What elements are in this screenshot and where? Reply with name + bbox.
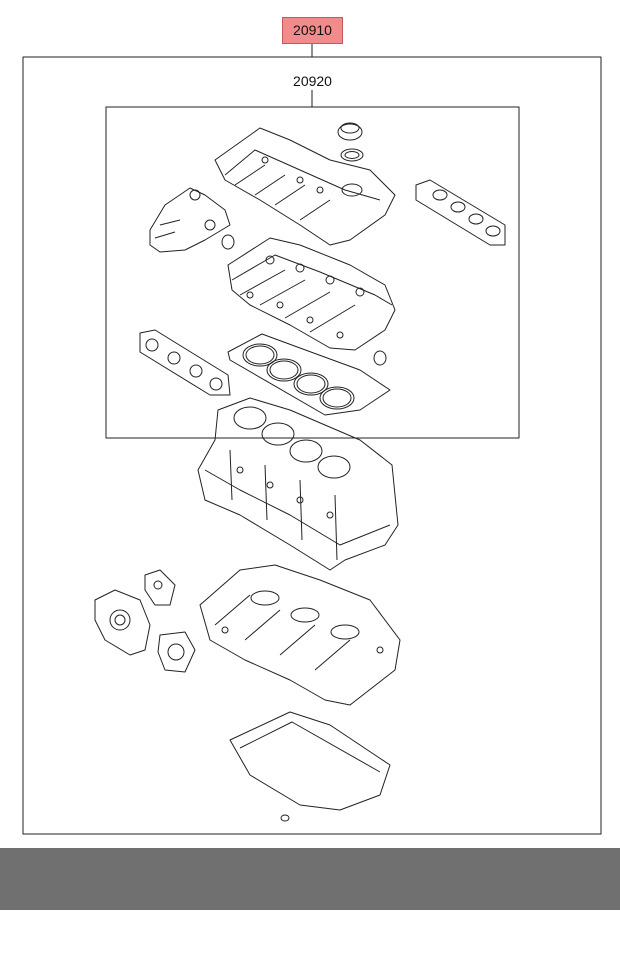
parts-diagram <box>22 44 602 835</box>
head-gasket-part <box>227 333 391 416</box>
cylinder-head-part <box>227 237 396 351</box>
exhaust-gasket-part <box>139 329 231 396</box>
thermostat-housing-part <box>149 187 235 253</box>
inner-frame <box>105 106 520 439</box>
footer-bar: HYUNDAI KIA - 209102GJ01 N - 20910 <box>0 848 620 952</box>
part-callout-main: 20910 <box>282 17 343 44</box>
oil-pan-part <box>229 711 391 822</box>
ladder-frame-part <box>199 564 401 706</box>
outer-frame <box>22 56 602 835</box>
engine-block-part <box>197 397 399 571</box>
seal-ring-part <box>373 350 387 366</box>
intake-gasket-part <box>415 179 506 246</box>
part-callout-sub: 20920 <box>293 73 332 89</box>
oil-cap-part <box>337 122 364 162</box>
water-pump-part <box>94 589 151 656</box>
footer-part-info: HYUNDAI KIA - 209102GJ01 N - 20910 <box>112 929 520 952</box>
pump-gasket-part <box>144 569 196 673</box>
valve-cover-part <box>214 127 396 246</box>
